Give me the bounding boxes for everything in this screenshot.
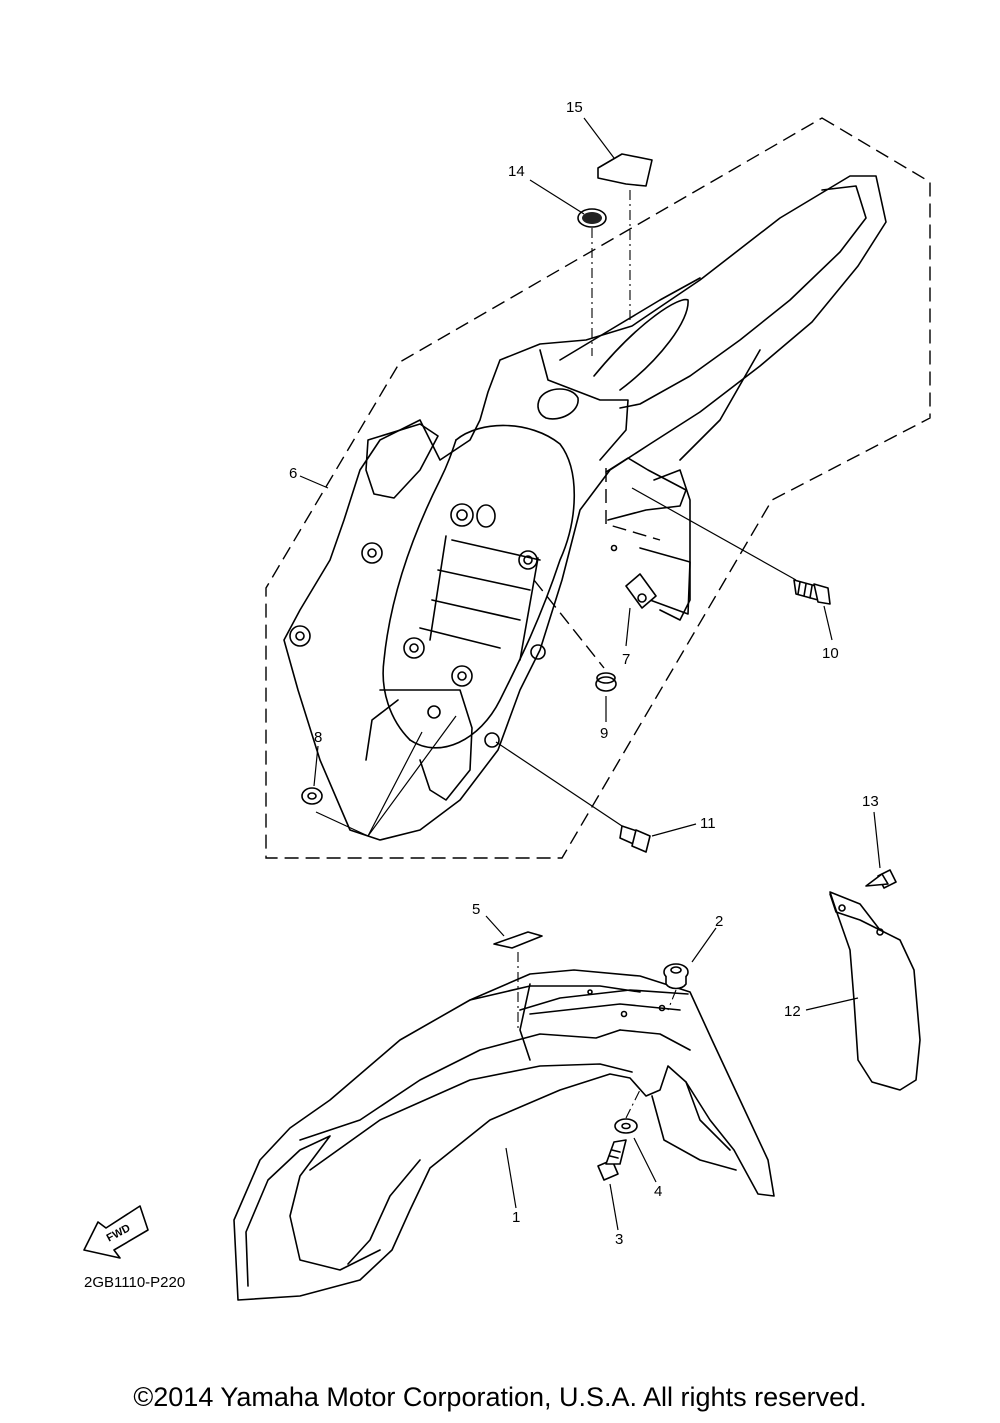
part-4-washer bbox=[614, 1118, 638, 1134]
callout-14: 14 bbox=[508, 163, 525, 180]
fender-side-tab bbox=[605, 457, 687, 521]
part-9-collar bbox=[595, 672, 617, 692]
callout-13: 13 bbox=[862, 793, 879, 810]
part-13-screw bbox=[865, 869, 897, 889]
assembly-line-10 bbox=[631, 487, 797, 581]
callout-10: 10 bbox=[822, 645, 839, 662]
callout-12: 12 bbox=[784, 1003, 801, 1020]
assembly-line-2 bbox=[667, 989, 677, 1011]
callout-4: 4 bbox=[654, 1183, 662, 1200]
part-8-washer bbox=[301, 787, 323, 805]
front-fender bbox=[233, 969, 775, 1301]
fender-side-dash bbox=[605, 468, 661, 541]
part-12-guard bbox=[829, 891, 921, 1091]
assembly-line-4 bbox=[625, 1089, 641, 1119]
part-10-bolt bbox=[793, 579, 831, 605]
diagram-code: 2GB1110-P220 bbox=[84, 1274, 186, 1291]
part-7-nut bbox=[625, 573, 657, 609]
callout-3: 3 bbox=[615, 1231, 623, 1248]
assembly-line-9 bbox=[533, 579, 605, 669]
callout-2: 2 bbox=[715, 913, 723, 930]
fwd-direction-icon: FWD bbox=[83, 1205, 149, 1259]
callout-15: 15 bbox=[566, 99, 583, 116]
callout-5: 5 bbox=[472, 901, 480, 918]
callout-labels: 1 2 3 4 5 6 7 8 9 10 11 12 13 14 15 bbox=[289, 99, 879, 1248]
callout-11: 11 bbox=[700, 815, 716, 832]
part-15-decal bbox=[597, 153, 653, 187]
part-14-emblem bbox=[577, 208, 607, 228]
callout-6: 6 bbox=[289, 465, 297, 482]
fender-side-panel bbox=[639, 547, 691, 615]
assembly-line-11 bbox=[495, 741, 629, 831]
part-11-bolt bbox=[619, 825, 651, 853]
callout-9: 9 bbox=[600, 725, 608, 742]
part-5-decal bbox=[493, 931, 543, 949]
assembly-boundary bbox=[265, 117, 931, 859]
assembly-line-8b bbox=[367, 715, 457, 837]
leader-lines bbox=[299, 117, 881, 1231]
part-3-bolt bbox=[597, 1139, 627, 1181]
callout-1: 1 bbox=[512, 1209, 520, 1226]
part-2-grommet bbox=[663, 963, 689, 990]
rear-fender bbox=[283, 175, 887, 841]
callout-7: 7 bbox=[622, 651, 630, 668]
callout-8: 8 bbox=[314, 729, 322, 746]
copyright-notice: ©2014 Yamaha Motor Corporation, U.S.A. A… bbox=[133, 1382, 867, 1412]
